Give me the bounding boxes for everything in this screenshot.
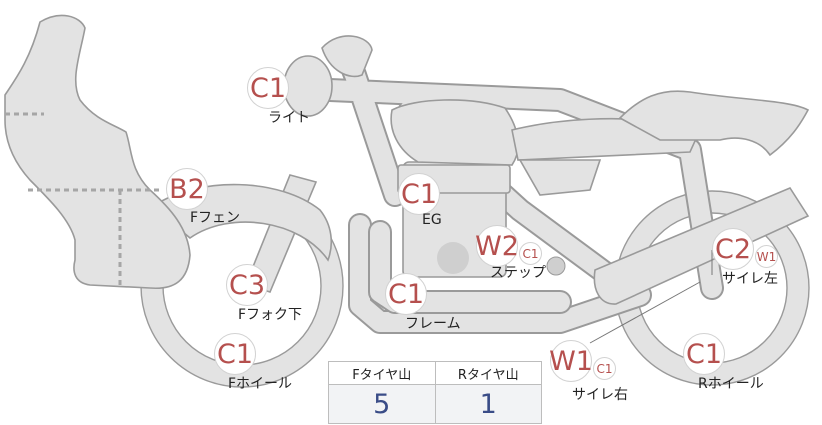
marker-engine: C1 [398, 173, 440, 215]
side-cover [518, 159, 602, 196]
tire-tread-table: Fタイヤ山 Rタイヤ山 5 1 [328, 361, 542, 424]
label-engine: EG [422, 212, 442, 228]
marker-muffler-right: W1 C1 [549, 340, 616, 382]
grade-badge: B2 [166, 168, 208, 210]
label-light: ライト [268, 110, 310, 126]
marker-step: W2 C1 [475, 225, 542, 267]
marker-muffler-left: C2 W1 [712, 228, 778, 270]
front-cowl [4, 14, 191, 290]
label-frame: フレーム [405, 316, 461, 332]
marker-frame: C1 [385, 273, 427, 315]
step-peg [546, 256, 566, 276]
grade-badge: C1 [683, 333, 725, 375]
label-f-wheel: Fホイール [228, 376, 293, 392]
label-muffler-left: サイレ左 [722, 271, 778, 287]
grade-badge: C3 [226, 264, 268, 306]
label-muffler-right: サイレ右 [572, 387, 628, 403]
fuel-tank [390, 99, 519, 166]
grade-badge: C1 [247, 67, 289, 109]
sub-grade-badge: C1 [593, 357, 616, 380]
engine-cover [437, 242, 469, 274]
label-r-wheel: Rホイール [698, 376, 764, 392]
rear-fender [618, 90, 810, 157]
grade-badge: W2 [475, 225, 519, 267]
label-step: ステップ [490, 265, 546, 281]
handlebar [321, 35, 373, 78]
sub-grade-badge: W1 [755, 245, 778, 268]
front-tire-tread-header: Fタイヤ山 [328, 361, 436, 385]
rear-tire-tread-header: Rタイヤ山 [434, 361, 542, 385]
grade-badge: W1 [549, 340, 593, 382]
marker-f-wheel: C1 [214, 333, 256, 375]
front-tire-tread-value: 5 [328, 384, 436, 424]
rear-tire-tread-value: 1 [434, 384, 542, 424]
leader-muffler-right [589, 281, 701, 344]
label-f-fork: Fフォク下 [238, 307, 303, 323]
sub-grade-badge: C1 [519, 242, 542, 265]
marker-f-fender: B2 [166, 168, 208, 210]
marker-f-fork: C3 [226, 264, 268, 306]
marker-r-wheel: C1 [683, 333, 725, 375]
grade-badge: C1 [385, 273, 427, 315]
grade-badge: C1 [214, 333, 256, 375]
label-f-fender: Fフェン [190, 210, 241, 226]
marker-light: C1 [247, 67, 289, 109]
muffler [593, 187, 810, 305]
grade-badge: C1 [398, 173, 440, 215]
cowl-panel-lines [5, 112, 160, 285]
grade-badge: C2 [712, 228, 754, 270]
